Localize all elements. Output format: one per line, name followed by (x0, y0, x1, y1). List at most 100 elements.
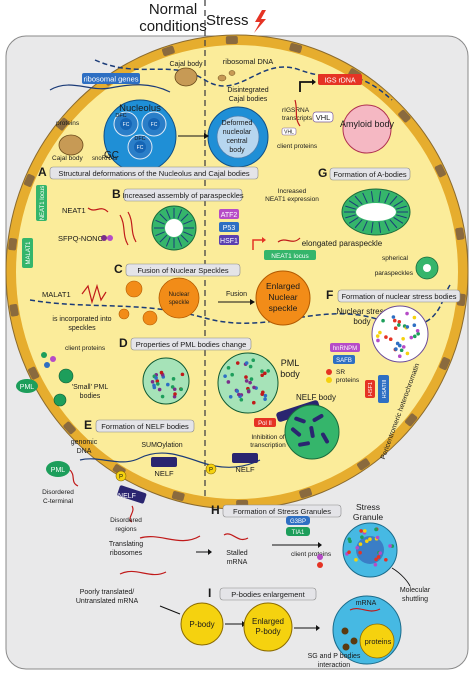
paraspeckle-spoke (345, 214, 356, 219)
normal-conditions-label-line2: conditions (139, 18, 207, 35)
nuclear-stress-body (371, 305, 429, 363)
sg-protein-dot (374, 557, 378, 562)
nelf-label-stress: NELF (235, 465, 255, 474)
hsf1-tag (219, 235, 239, 245)
nuclear-pore (434, 164, 446, 178)
section-d-box (130, 337, 252, 351)
paraspeckle-spokes (154, 208, 194, 248)
paraspeckle-spoke (384, 220, 390, 232)
pml-protein-dot (260, 369, 264, 374)
pml-protein-dot (263, 393, 268, 398)
fc-core (120, 118, 132, 130)
nelf-free-label: NELF (118, 493, 136, 500)
hsf1-nsb-tag (365, 380, 375, 398)
nuclear-speckle (158, 277, 200, 319)
p53-tag (219, 222, 239, 232)
spherical-label-2: paraspeckles (375, 270, 414, 277)
sg-protein-dot (365, 539, 369, 543)
paraspeckle-spoke (159, 234, 168, 243)
nelf-rod (290, 427, 302, 437)
section-i-box (219, 587, 317, 601)
pml-body-stress-proteins (223, 358, 270, 405)
poorly-label-2: Untranslated mRNA (76, 598, 139, 605)
phospho-p-label: P (209, 468, 213, 474)
sg-protein-dot (360, 535, 364, 540)
tia1-label: TIA1 (292, 530, 305, 536)
paraspeckle-spoke (155, 231, 165, 237)
spherical-paraspeckle-core (423, 264, 431, 272)
shuttling-arrow (391, 567, 411, 587)
sfpq-protein (101, 235, 107, 241)
proteins-label: proteins (56, 120, 80, 127)
pml-protein-dot (235, 389, 240, 393)
igs-rdna-label: IGS rDNA (324, 78, 355, 85)
sg-protein-dot (378, 551, 383, 555)
nuclear-pore (439, 357, 451, 371)
pml-protein-dot (154, 376, 158, 380)
g3bp-label: G3BP (290, 519, 306, 525)
pml-free-label: PML (51, 467, 66, 474)
disordered-c-label: Disordered (42, 489, 74, 496)
nuclear-pore (161, 45, 175, 57)
pml-protein-dot (266, 369, 270, 373)
deformed-label-2: nucleolar (223, 129, 252, 136)
enlarged-pbody-label-2: P-body (255, 627, 280, 636)
hsf1-label: HSF1 (220, 238, 238, 245)
section-a-box (49, 166, 259, 180)
sg-protein-dot (348, 539, 352, 544)
paraspeckle-spoke (345, 205, 356, 210)
enlarged-pbody-label: Enlarged (252, 617, 284, 626)
small-pml-body (53, 393, 67, 407)
stress-granule-proteins (345, 527, 395, 567)
paraspeckle-spoke (180, 213, 189, 222)
section-g-letter: G (318, 166, 327, 180)
section-f-title: Formation of nuclear stress bodies (341, 292, 456, 301)
section-d-letter: D (119, 336, 128, 350)
nsb-protein-dot (397, 319, 402, 324)
pml-protein-dot (152, 385, 157, 390)
spherical-label: spherical (382, 255, 409, 262)
malat1-locus-tag (22, 238, 33, 268)
nuclear-speckle-label-2: speckle (169, 300, 190, 306)
lightning-icon (254, 10, 266, 33)
pml-protein-dot (263, 397, 267, 401)
stress-granule-label-2: Granule (353, 512, 384, 522)
inhibition-label: Inhibition of (251, 434, 284, 441)
paraspeckle-spoke (370, 221, 374, 233)
section-i-title: P-bodies enlargement (231, 590, 305, 599)
nuclear-pore (289, 42, 303, 53)
nsb-protein-dot (405, 351, 410, 356)
pml-protein-dot (226, 380, 231, 384)
pml-protein-dot (228, 394, 233, 399)
fc-label: FC (123, 122, 130, 128)
nsb-protein-dot (405, 325, 410, 329)
vhl-small-label: VHL (284, 130, 294, 136)
section-g-box (329, 167, 411, 181)
neat1-transcript-stress (277, 237, 301, 243)
nsb-protein-dot (375, 334, 380, 338)
pml-body-label: PML (281, 358, 300, 368)
section-i-letter: I (208, 586, 211, 600)
pml-protein-dot (252, 385, 256, 390)
pml-protein-dot (157, 387, 162, 392)
nuclear-pore (398, 109, 411, 123)
paraspeckle-spoke (177, 209, 183, 219)
pml-protein-dot (251, 400, 256, 405)
sumoylation-label: SUMOylation (141, 442, 182, 449)
nsb-protein-dot (394, 347, 398, 351)
paraspeckle-spoke (177, 237, 183, 247)
neat1-locus-tag (264, 250, 316, 260)
neat1-label: NEAT1 (62, 206, 86, 215)
deformed-label: Deformed (222, 120, 253, 127)
pml-protein-dot (248, 364, 253, 369)
enlarged-speckle-label-2: Nuclear (268, 292, 297, 302)
nsb-protein-dot (399, 348, 404, 353)
nsb-label-2: body (353, 317, 370, 326)
malat1-label: MALAT1 (42, 290, 71, 299)
speckle-droplet (125, 280, 143, 298)
paraspeckle-spoke (183, 219, 193, 225)
section-f-letter: F (326, 288, 333, 302)
proteins-i-label: proteins (365, 637, 392, 646)
fc-label-3: FC (137, 145, 144, 151)
sr-label-2: proteins (336, 377, 360, 384)
